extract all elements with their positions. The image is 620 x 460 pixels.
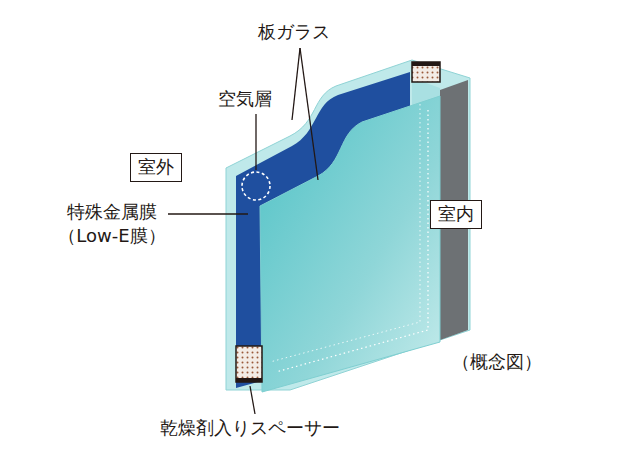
part-label: 特殊金属膜 （Low-E膜） [44,200,180,249]
leader-line [292,48,300,120]
side-text: 室外 [138,156,174,177]
leader-line [255,114,256,170]
spacer-outline [270,104,420,362]
part-label: 板ガラス [258,20,330,44]
spacer [236,346,262,382]
side-text: 室内 [438,203,474,224]
note-label: （概念図） [452,350,542,374]
air-layer-marker [242,172,270,200]
part-label: 乾燥剤入りスペーサー [160,416,340,440]
spacer-outline [276,110,428,372]
leader-line [250,386,255,414]
part-label: 空気層 [218,87,272,111]
spacer [236,378,262,382]
side-box: 室外 [130,153,182,182]
side-box: 室内 [430,200,482,229]
leader-line [300,48,318,180]
spacer [412,62,440,82]
leader-line [168,213,248,214]
spacer [412,62,440,66]
inner-pane [260,96,440,392]
